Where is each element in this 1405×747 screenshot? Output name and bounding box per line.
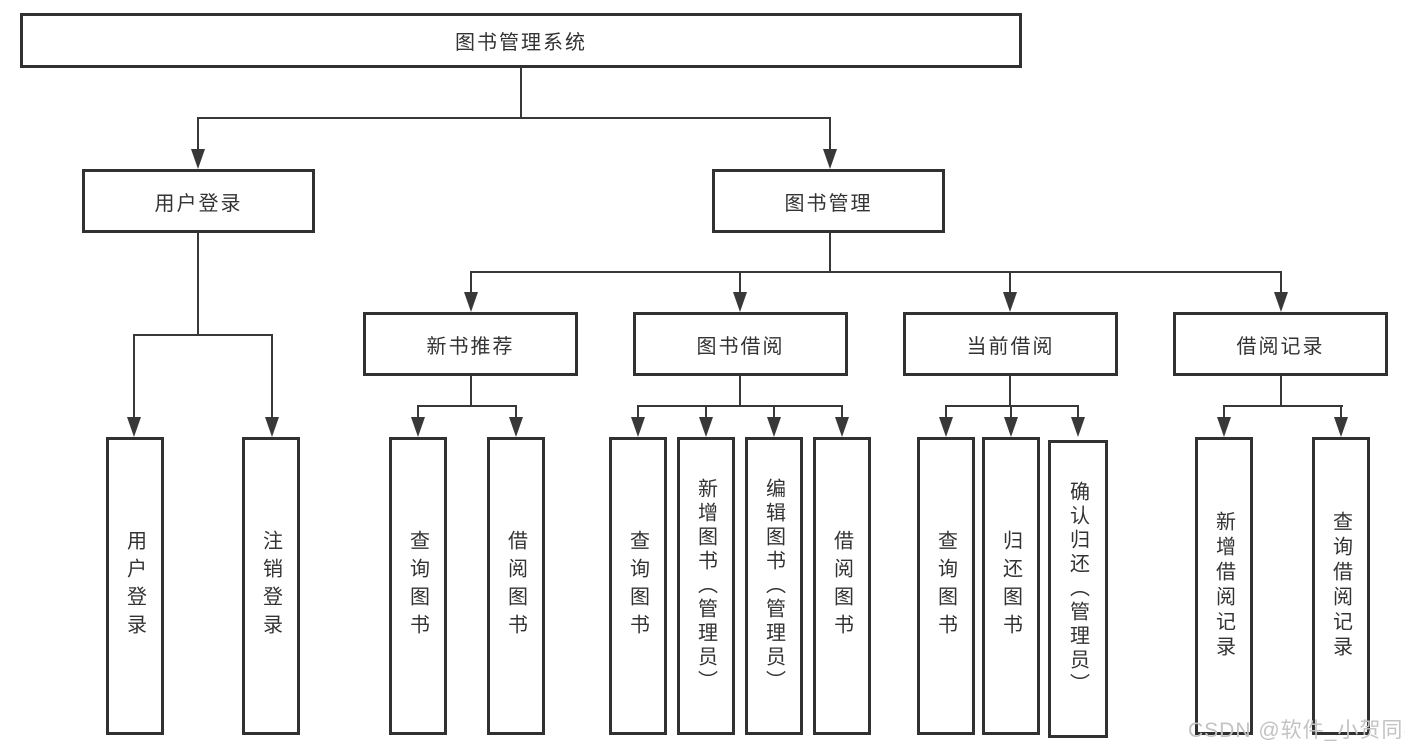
arrow-down-icon: [631, 417, 645, 437]
connector-drop: [637, 405, 639, 419]
connector-drop: [945, 405, 947, 419]
connector-stem: [1009, 376, 1011, 407]
node-borrow-records: 借阅记录: [1173, 312, 1388, 376]
node-new-book-rec: 新书推荐: [363, 312, 578, 376]
connector-root-hbar: [197, 117, 831, 119]
connector-bookmgmt-hbar: [470, 271, 1282, 273]
node-current-borrow: 当前借阅: [903, 312, 1118, 376]
connector-userlogin-stem: [197, 233, 199, 336]
connector-drop: [133, 334, 135, 419]
connector-drop: [1077, 405, 1079, 419]
connector-stem: [470, 376, 472, 407]
node-book-borrow: 图书借阅: [633, 312, 848, 376]
connector-stem: [1280, 376, 1282, 407]
connector-drop: [705, 405, 707, 419]
node-leaf-query-book-3: 查询图书: [917, 437, 975, 735]
node-book-mgmt: 图书管理: [712, 169, 945, 233]
connector-drop-book-mgmt: [829, 117, 831, 151]
connector-hbar: [945, 405, 1079, 407]
connector-drop: [1010, 405, 1012, 419]
arrow-down-icon: [1004, 417, 1018, 437]
connector-drop: [841, 405, 843, 419]
connector-drop: [739, 271, 741, 294]
node-leaf-query-borrow-record: 查询借阅记录: [1312, 437, 1370, 735]
node-user-login: 用户登录: [82, 169, 315, 233]
arrow-down-icon: [1217, 417, 1231, 437]
connector-drop: [1280, 271, 1282, 294]
arrow-down-icon: [1334, 417, 1348, 437]
arrow-down-icon: [411, 417, 425, 437]
connector-drop: [1340, 405, 1342, 419]
node-leaf-edit-book-admin: 编辑图书（管理员）: [745, 437, 803, 735]
arrow-down-icon: [127, 417, 141, 437]
connector-hbar: [637, 405, 843, 407]
arrow-down-icon: [1003, 292, 1017, 312]
arrow-down-icon: [1071, 417, 1085, 437]
connector-stem: [739, 376, 741, 407]
connector-drop: [470, 271, 472, 294]
node-leaf-add-borrow-record: 新增借阅记录: [1195, 437, 1253, 735]
node-leaf-user-login: 用户登录: [106, 437, 164, 735]
node-leaf-return-book: 归还图书: [982, 437, 1040, 735]
connector-bookmgmt-stem: [829, 233, 831, 273]
connector-drop: [515, 405, 517, 419]
connector-drop: [417, 405, 419, 419]
watermark: CSDN @软件_小贺同学: [1188, 719, 1405, 742]
connector-drop: [1223, 405, 1225, 419]
connector-drop: [773, 405, 775, 419]
node-root: 图书管理系统: [20, 13, 1022, 68]
arrow-down-icon: [464, 292, 478, 312]
node-leaf-confirm-return-admin: 确认归还（管理员）: [1048, 440, 1108, 738]
arrow-down-icon: [835, 417, 849, 437]
arrow-down-icon: [509, 417, 523, 437]
arrow-down-icon: [191, 149, 205, 169]
arrow-down-icon: [1274, 292, 1288, 312]
arrow-down-icon: [699, 417, 713, 437]
node-leaf-borrow-book-2: 借阅图书: [813, 437, 871, 735]
connector-drop: [1009, 271, 1011, 294]
node-leaf-add-book-admin: 新增图书（管理员）: [677, 437, 735, 735]
connector-drop: [271, 334, 273, 419]
arrow-down-icon: [939, 417, 953, 437]
connector-drop-user-login: [197, 117, 199, 151]
connector-userlogin-hbar: [133, 334, 273, 336]
node-leaf-query-book-1: 查询图书: [389, 437, 447, 735]
node-leaf-query-book-2: 查询图书: [609, 437, 667, 735]
arrow-down-icon: [823, 149, 837, 169]
connector-hbar: [417, 405, 517, 407]
connector-hbar: [1223, 405, 1343, 407]
arrow-down-icon: [767, 417, 781, 437]
arrow-down-icon: [733, 292, 747, 312]
node-leaf-logout: 注销登录: [242, 437, 300, 735]
arrow-down-icon: [265, 417, 279, 437]
node-leaf-borrow-book-1: 借阅图书: [487, 437, 545, 735]
connector-root-stem: [520, 68, 522, 118]
